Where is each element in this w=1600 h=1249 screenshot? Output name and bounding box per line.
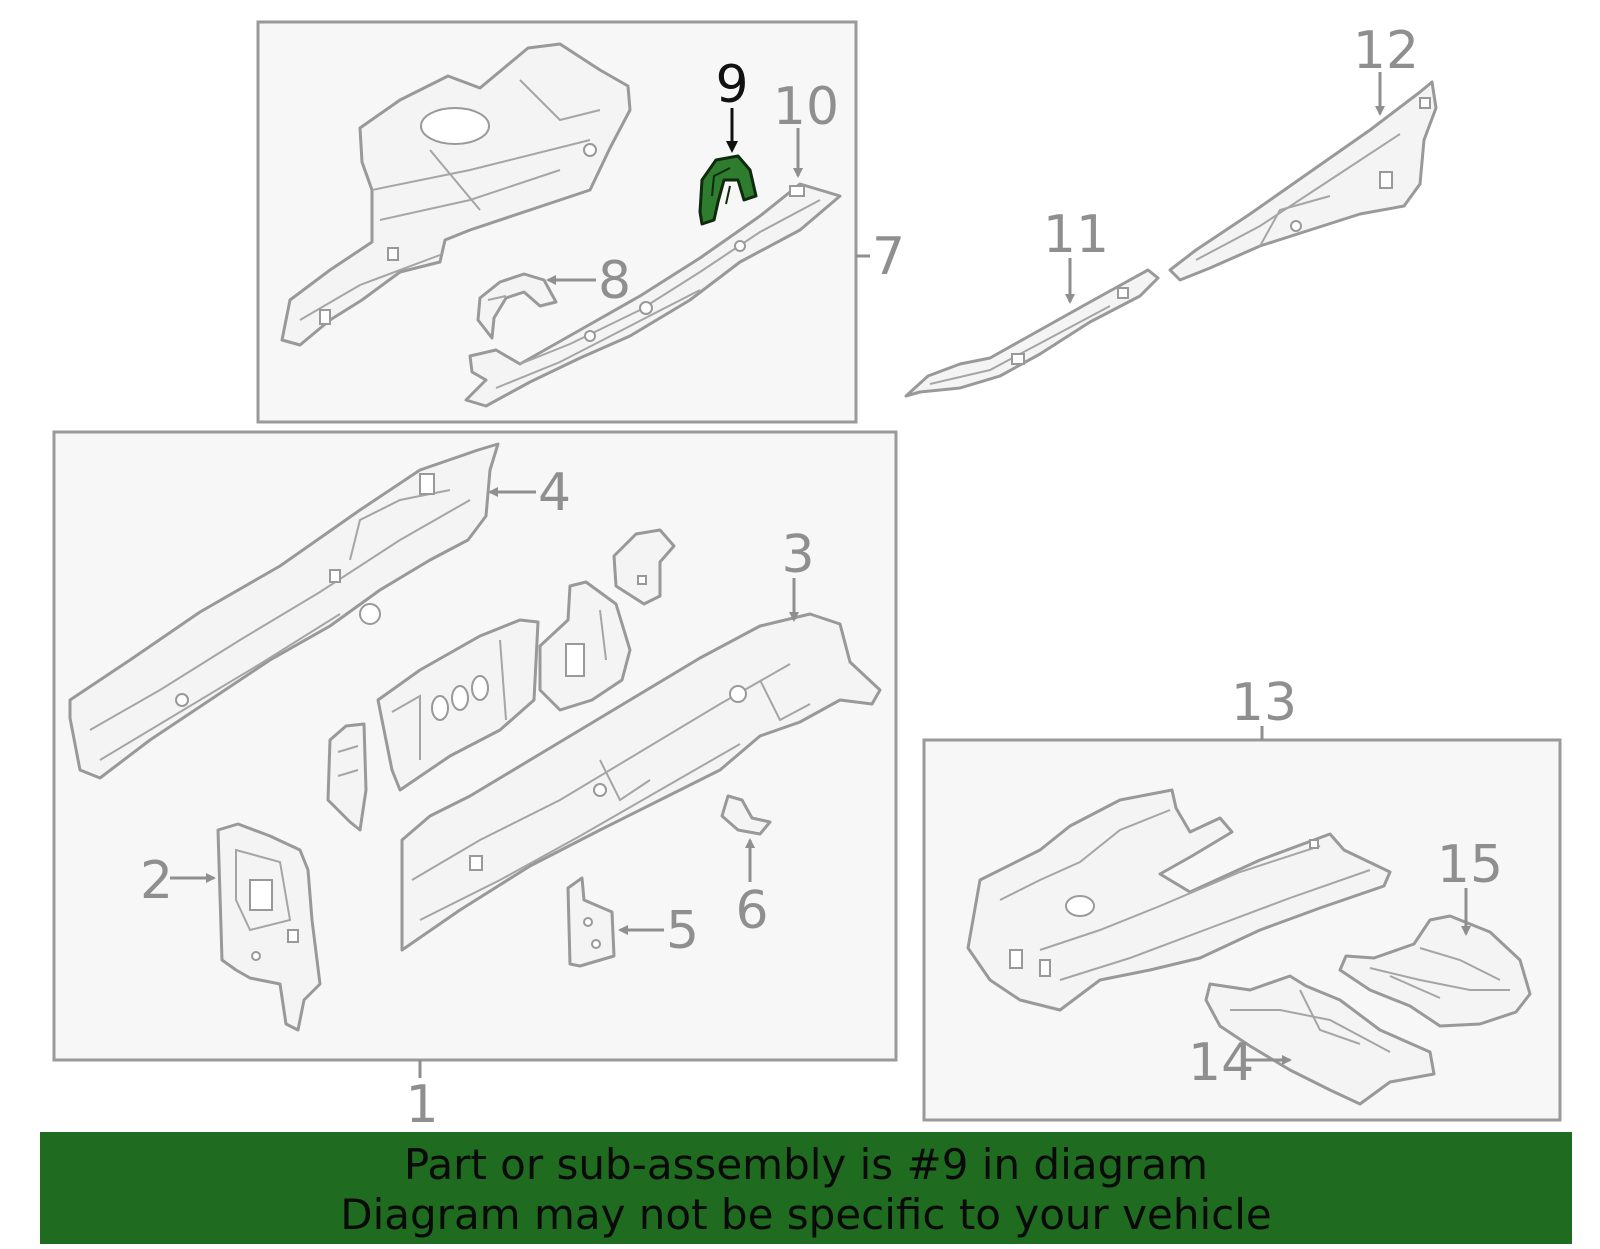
callout-12: 12 xyxy=(1353,21,1419,81)
callout-10: 10 xyxy=(773,77,839,137)
callout-7: 7 xyxy=(872,227,905,287)
part-3-main-rail xyxy=(400,612,882,952)
part-6-clip xyxy=(720,794,772,836)
part-9-highlighted xyxy=(698,154,758,226)
banner-line-part-number: Part or sub-assembly is #9 in diagram xyxy=(403,1140,1209,1189)
part-shock-tower-bracket xyxy=(538,580,632,712)
part-inner-panel xyxy=(376,618,540,792)
part-wheelhouse-apron xyxy=(280,42,632,347)
assembly-1-group: 4 3 xyxy=(52,430,898,1135)
callout-1: 1 xyxy=(405,1075,438,1135)
callout-11: 11 xyxy=(1043,205,1109,265)
part-small-vertical-bracket xyxy=(326,722,368,832)
part-small-top-bracket xyxy=(612,528,676,606)
part-2-bracket xyxy=(216,822,322,1032)
assembly-1-box xyxy=(52,430,898,1062)
callout-3: 3 xyxy=(781,525,814,585)
part-4-side-member xyxy=(68,442,500,780)
part-info-banner: Part or sub-assembly is #9 in diagram Di… xyxy=(40,1132,1572,1244)
callout-8: 8 xyxy=(598,251,631,311)
banner-line-disclaimer: Diagram may not be specific to your vehi… xyxy=(340,1190,1272,1239)
callout-6: 6 xyxy=(735,881,768,941)
callout-13: 13 xyxy=(1231,673,1297,733)
callout-14: 14 xyxy=(1188,1033,1254,1093)
assembly-13-group: 14 15 13 xyxy=(922,673,1562,1122)
part-floor-frame xyxy=(966,788,1392,1012)
callout-4: 4 xyxy=(538,463,571,523)
assembly-7-group: 9 10 8 7 xyxy=(256,20,905,424)
part-8-bracket xyxy=(476,272,558,340)
part-12-rail xyxy=(1168,80,1438,282)
part-14-rear-rail xyxy=(1204,974,1436,1106)
part-15-rear-panel xyxy=(1338,914,1532,1028)
callout-5: 5 xyxy=(666,901,699,961)
callout-15: 15 xyxy=(1437,835,1503,895)
part-11-rail xyxy=(904,268,1160,398)
part-5-plate xyxy=(566,876,616,968)
callout-9: 9 xyxy=(715,55,748,115)
part-10-rail xyxy=(464,182,842,408)
callout-2: 2 xyxy=(140,851,173,911)
